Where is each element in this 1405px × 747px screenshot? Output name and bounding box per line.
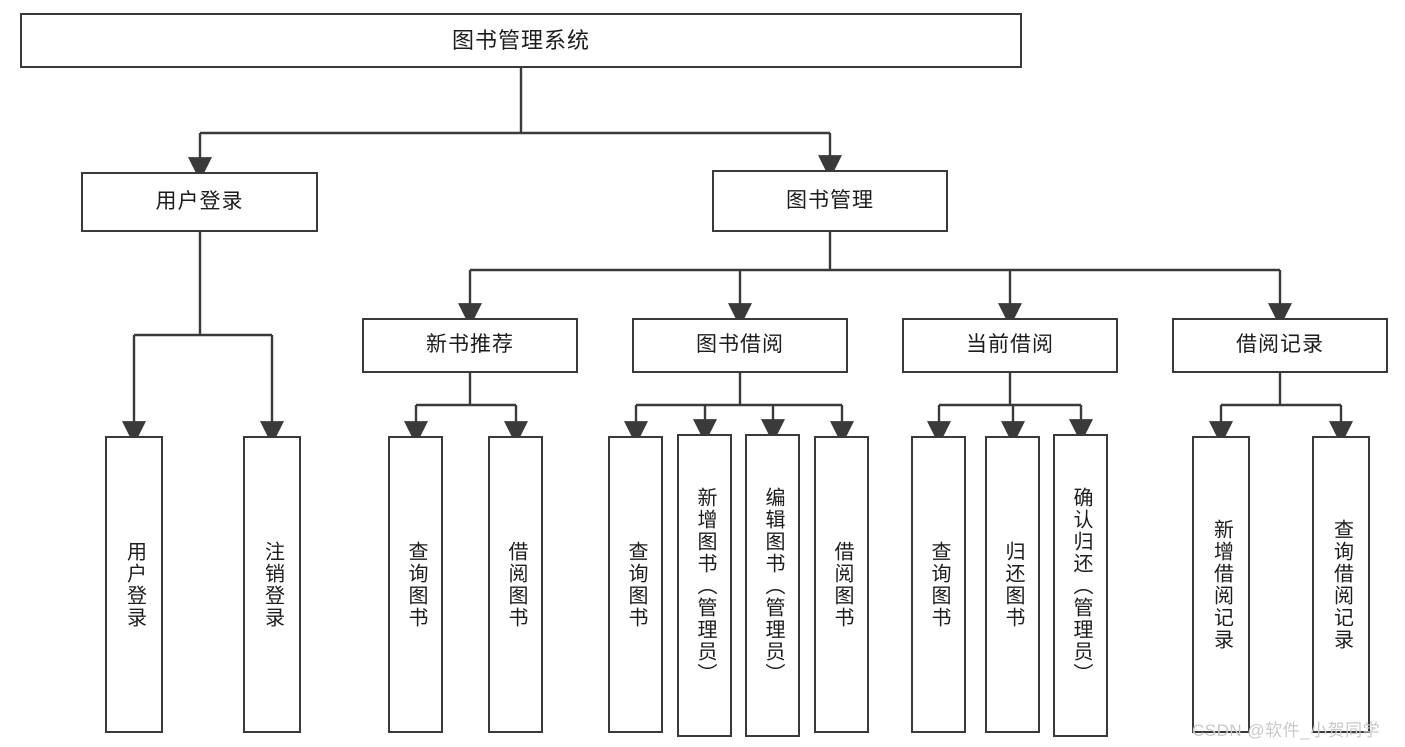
node-root[interactable]: 图书管理系统 <box>20 13 1022 68</box>
node-label: 编辑图书（管理员） <box>762 486 784 685</box>
node-current-borrow[interactable]: 当前借阅 <box>902 318 1118 373</box>
node-user-login-do[interactable]: 用户登录 <box>105 436 163 733</box>
node-label: 注销登录 <box>261 540 284 629</box>
node-book-borrow[interactable]: 图书借阅 <box>632 318 848 373</box>
node-book-manage[interactable]: 图书管理 <box>712 170 948 232</box>
node-rec-borrow-book[interactable]: 借阅图书 <box>488 436 543 733</box>
node-label: 查询借阅记录 <box>1330 518 1353 651</box>
node-label: 确认归还（管理员） <box>1070 486 1092 685</box>
node-cur-return-book[interactable]: 归还图书 <box>985 436 1040 733</box>
node-label: 用户登录 <box>123 540 146 629</box>
node-borrow-record[interactable]: 借阅记录 <box>1172 318 1388 373</box>
node-user-login[interactable]: 用户登录 <box>81 172 318 232</box>
node-label: 图书借阅 <box>696 333 784 357</box>
node-rec-query-book[interactable]: 查询图书 <box>388 436 443 733</box>
node-label: 图书管理 <box>786 188 874 212</box>
node-label: 当前借阅 <box>966 333 1054 357</box>
node-label: 新书推荐 <box>426 333 514 357</box>
node-label: 查询图书 <box>625 540 647 629</box>
node-label: 用户登录 <box>155 189 244 213</box>
node-rec-query-record[interactable]: 查询借阅记录 <box>1312 436 1370 733</box>
node-user-logout[interactable]: 注销登录 <box>243 436 301 733</box>
node-cur-confirm-return[interactable]: 确认归还（管理员） <box>1053 434 1108 737</box>
node-borrow-edit-book[interactable]: 编辑图书（管理员） <box>745 434 800 737</box>
node-label: 查询图书 <box>405 540 427 629</box>
node-label: 借阅记录 <box>1236 333 1324 357</box>
node-new-book-rec[interactable]: 新书推荐 <box>362 318 578 373</box>
csdn-watermark: CSDN @软件_小贺同学 <box>1192 721 1381 740</box>
node-label: 借阅图书 <box>505 540 527 629</box>
node-label: 借阅图书 <box>831 540 853 629</box>
edge-group <box>122 68 1353 446</box>
node-label: 新增借阅记录 <box>1210 518 1233 651</box>
node-rec-add-record[interactable]: 新增借阅记录 <box>1192 436 1250 733</box>
node-borrow-add-book[interactable]: 新增图书（管理员） <box>677 434 732 737</box>
node-label: 查询图书 <box>928 540 950 629</box>
node-label: 新增图书（管理员） <box>694 486 716 685</box>
node-borrow-borrow-book[interactable]: 借阅图书 <box>814 436 869 733</box>
node-label: 图书管理系统 <box>451 27 590 53</box>
node-label: 归还图书 <box>1002 540 1024 629</box>
node-borrow-query-book[interactable]: 查询图书 <box>608 436 663 733</box>
node-cur-query-book[interactable]: 查询图书 <box>911 436 966 733</box>
